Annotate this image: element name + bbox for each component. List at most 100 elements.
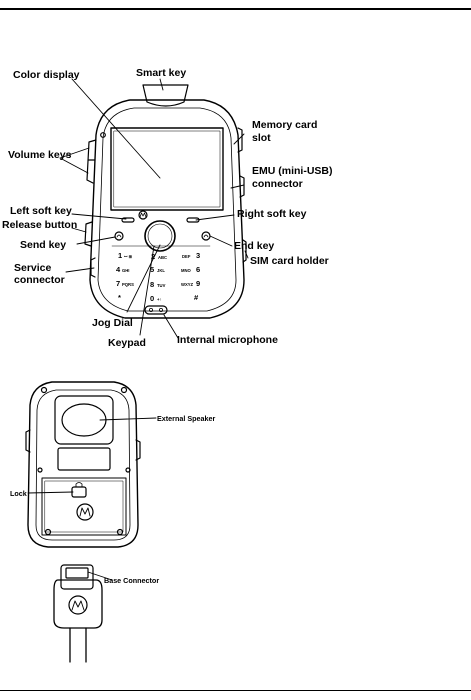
phone-front-body [89, 99, 245, 319]
sim-card-holder-icon [242, 239, 247, 263]
svg-text:2: 2 [151, 252, 155, 261]
svg-text:6: 6 [196, 265, 200, 274]
svg-text:GHI: GHI [122, 268, 129, 273]
service-connector-icon [90, 257, 96, 278]
label-lock: Lock [10, 489, 27, 498]
back-leader-lines [27, 417, 157, 494]
screw-icon [40, 386, 48, 394]
motorola-logo-icon [138, 210, 148, 220]
phone-back-view [25, 381, 141, 548]
label-memory-card-slot-2: slot [252, 132, 271, 144]
front-labels: Color display Smart key Memory card slot… [2, 67, 333, 349]
svg-text:9: 9 [196, 279, 200, 288]
label-release-button: Release button [2, 219, 77, 231]
label-service-connector-1: Service [14, 262, 52, 274]
cable [69, 627, 87, 663]
label-left-soft-key: Left soft key [10, 205, 72, 217]
base-connector-plug [60, 564, 94, 590]
phone-back-body [27, 381, 139, 548]
smart-key-button [142, 84, 189, 107]
memory-card-slot-icon [237, 127, 243, 153]
svg-text:5: 5 [150, 265, 154, 274]
screw-icon [120, 386, 128, 394]
bottom-rule [0, 690, 471, 691]
screw-icon [44, 528, 52, 536]
internal-microphone-icon [144, 305, 168, 315]
back-labels: External Speaker Lock [10, 414, 216, 498]
key-0[interactable]: 0+↑ [150, 294, 162, 303]
svg-text:ABC: ABC [158, 255, 167, 260]
back-window [57, 447, 111, 471]
label-memory-card-slot-1: Memory card [252, 119, 317, 131]
left-soft-key-button [121, 217, 135, 223]
svg-text:JKL: JKL [157, 268, 165, 273]
color-display [110, 127, 224, 211]
label-internal-microphone: Internal microphone [177, 334, 278, 346]
label-sim-card-holder: SIM card holder [250, 255, 329, 267]
key-star[interactable]: * [118, 293, 121, 302]
svg-text:3: 3 [196, 251, 200, 260]
base-leader-lines [87, 571, 113, 581]
base-connector-body [53, 579, 103, 629]
label-end-key: End key [234, 240, 274, 252]
volume-keys-button [86, 139, 97, 184]
label-base-connector: Base Connector [104, 576, 159, 585]
screw-icon [125, 467, 131, 473]
svg-text:+↑: +↑ [157, 297, 162, 302]
side-hole-icon [100, 132, 106, 138]
svg-text:8: 8 [150, 280, 154, 289]
release-button [84, 221, 93, 247]
svg-text:0: 0 [150, 294, 154, 303]
label-smart-key: Smart key [136, 67, 186, 79]
label-color-display: Color display [13, 69, 80, 81]
top-rule [0, 8, 471, 10]
svg-text:*: * [118, 293, 121, 302]
svg-text:4: 4 [116, 265, 121, 274]
key-6[interactable]: 6 MNO [181, 265, 200, 274]
svg-text:ꟷ ⊞: ꟷ ⊞ [124, 254, 133, 259]
label-volume-keys: Volume keys [8, 149, 72, 161]
label-send-key: Send key [20, 239, 66, 251]
battery-cover [41, 477, 127, 536]
emu-connector-icon [239, 175, 245, 198]
phone-front-rim [97, 107, 237, 312]
svg-text:DEF: DEF [182, 254, 191, 259]
key-hash[interactable]: # [194, 293, 199, 302]
label-keypad: Keypad [108, 337, 146, 349]
external-speaker-housing [54, 395, 114, 445]
end-key-button [201, 231, 211, 241]
lock-icon [71, 486, 87, 498]
label-external-speaker: External Speaker [157, 414, 216, 423]
label-emu-1: EMU (mini-USB) [252, 165, 333, 177]
front-leader-lines [59, 78, 249, 339]
phone-front-view [84, 84, 247, 319]
back-motorola-logo-icon [76, 503, 94, 521]
svg-text:TUV: TUV [157, 283, 166, 288]
jog-dial [144, 220, 176, 252]
send-key-button [114, 231, 124, 241]
external-speaker-icon [61, 403, 107, 437]
label-jog-dial: Jog Dial [92, 317, 133, 329]
svg-text:WXYZ: WXYZ [181, 282, 194, 287]
base-motorola-logo-icon [68, 595, 88, 615]
label-right-soft-key: Right soft key [237, 208, 307, 220]
screw-icon [116, 528, 124, 536]
svg-text:#: # [194, 293, 199, 302]
base-labels: Base Connector [104, 576, 159, 585]
label-service-connector-2: connector [14, 274, 65, 286]
svg-text:MNO: MNO [181, 268, 192, 273]
base-connector-view [53, 564, 103, 663]
key-3[interactable]: 3 DEF [182, 251, 200, 260]
svg-text:1: 1 [118, 251, 122, 260]
svg-text:PQRS: PQRS [122, 282, 134, 287]
svg-text:7: 7 [116, 279, 120, 288]
